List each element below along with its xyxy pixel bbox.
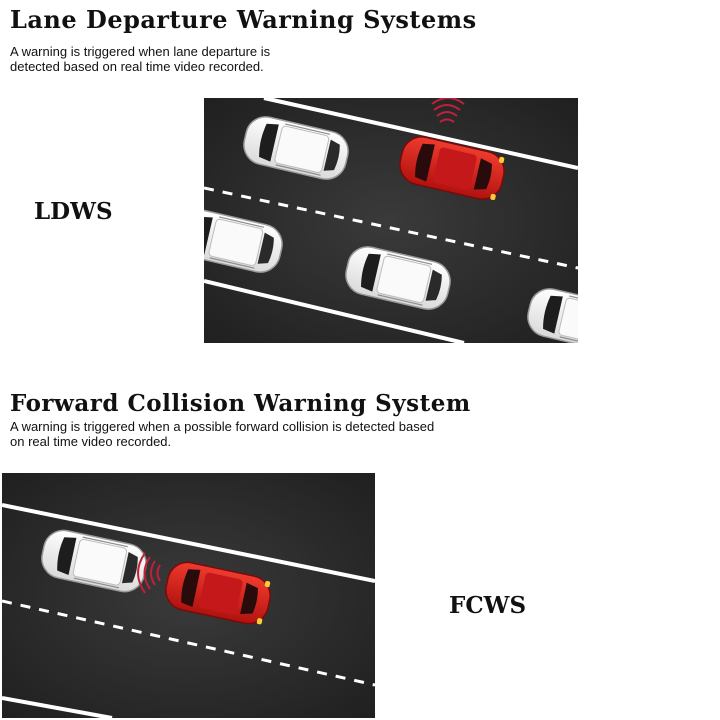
fcws-description-line1: A warning is triggered when a possible f… [10,419,435,434]
ldws-illustration [204,98,578,343]
lane-line-dashed [204,186,578,270]
ldws-label: LDWS [34,198,113,225]
warning-signal-icon [137,552,161,594]
lane-line-solid-top [263,98,578,170]
fcws-description-line2: on real time video recorded. [10,434,172,449]
lane-line-solid-bottom [204,279,465,343]
fcws-label: FCWS [449,592,527,619]
ldws-description-line1: A warning is triggered when lane departu… [10,44,271,59]
lane-line-dashed [2,599,375,687]
warning-signal-icon [431,98,465,123]
fcws-illustration [2,473,375,718]
ldws-title: Lane Departure Warning Systems [10,5,477,34]
lane-line-solid-top [2,503,375,583]
lane-line-solid-bottom [2,696,113,718]
fcws-title: Forward Collision Warning System [10,390,471,417]
ldws-description-line2: detected based on real time video record… [10,59,264,74]
